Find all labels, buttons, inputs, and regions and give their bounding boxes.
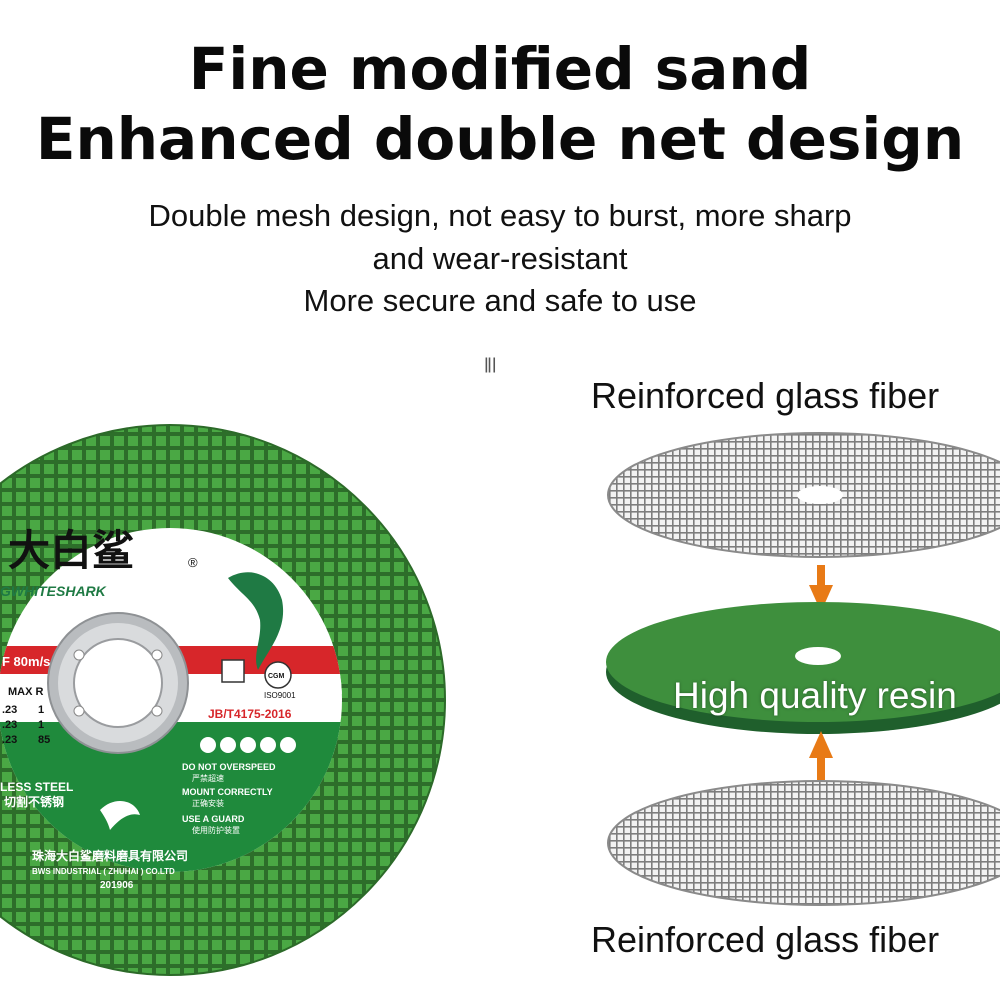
layer-stack <box>606 432 1000 906</box>
safety-icons <box>200 737 296 753</box>
size2-3: 85 <box>38 734 50 746</box>
jumping-shark-icon <box>100 800 140 830</box>
subheading-line-1: Double mesh design, not easy to burst, m… <box>148 198 852 233</box>
warning-3: USE A GUARD <box>182 814 245 824</box>
subheading-line-3: More secure and safe to use <box>303 283 697 318</box>
top-layer-label: Reinforced glass fiber <box>591 375 940 416</box>
top-disc-hole <box>797 486 843 504</box>
material-cn: 切割不锈钢 <box>4 794 64 809</box>
material-text: LESS STEEL <box>0 780 73 794</box>
standard-text: JB/T4175-2016 <box>208 707 292 721</box>
size-1: .23 <box>2 704 17 716</box>
heading-line-1: Fine modified sand <box>188 35 812 103</box>
arrow-down-icon <box>809 585 833 612</box>
bottom-mesh-disc <box>607 780 1000 906</box>
arbor-hole <box>73 638 163 728</box>
shark-logo-icon <box>228 572 284 670</box>
cutting-disc <box>0 424 446 976</box>
resin-disc-hole <box>795 647 841 665</box>
warning-2: MOUNT CORRECTLY <box>182 787 273 797</box>
warning-3-cn: 使用防护装置 <box>192 825 240 835</box>
cgm-text: CGM <box>268 673 285 680</box>
batch-text: 201906 <box>100 880 134 891</box>
company-cn: 珠海大白鲨磨料磨具有限公司 <box>32 848 188 863</box>
size2-1: 1 <box>38 704 44 716</box>
company-en: BWS INDUSTRIAL ( ZHUHAI ) CO.LTD <box>32 867 175 876</box>
warning-1: DO NOT OVERSPEED <box>182 762 276 772</box>
max-rpm-text: MAX R <box>8 686 44 698</box>
warning-2-cn: 正确安装 <box>192 798 224 808</box>
subheading-line-2: and wear-resistant <box>372 241 628 276</box>
size-2: .23 <box>2 719 17 731</box>
brand-cn: 大白鲨 <box>8 527 134 574</box>
brand-en: GWHITESHARK <box>0 583 107 599</box>
middle-layer-label: High quality resin <box>673 675 957 716</box>
cgm-badge-icon <box>264 661 292 689</box>
cert-text: ISO9001 <box>264 691 296 700</box>
watermark-mark: ǁǀ <box>484 354 497 373</box>
warning-1-cn: 严禁超速 <box>192 773 224 783</box>
size2-2: 1 <box>38 719 44 731</box>
registered-mark: ® <box>188 555 198 570</box>
heading-line-2: Enhanced double net design <box>35 105 965 173</box>
speed-text: F 80m/s <box>2 654 50 669</box>
size-3: .23 <box>2 734 17 746</box>
arrow-up-icon <box>809 731 833 758</box>
cert-badge-icon <box>221 659 245 683</box>
bottom-layer-label: Reinforced glass fiber <box>591 919 940 960</box>
